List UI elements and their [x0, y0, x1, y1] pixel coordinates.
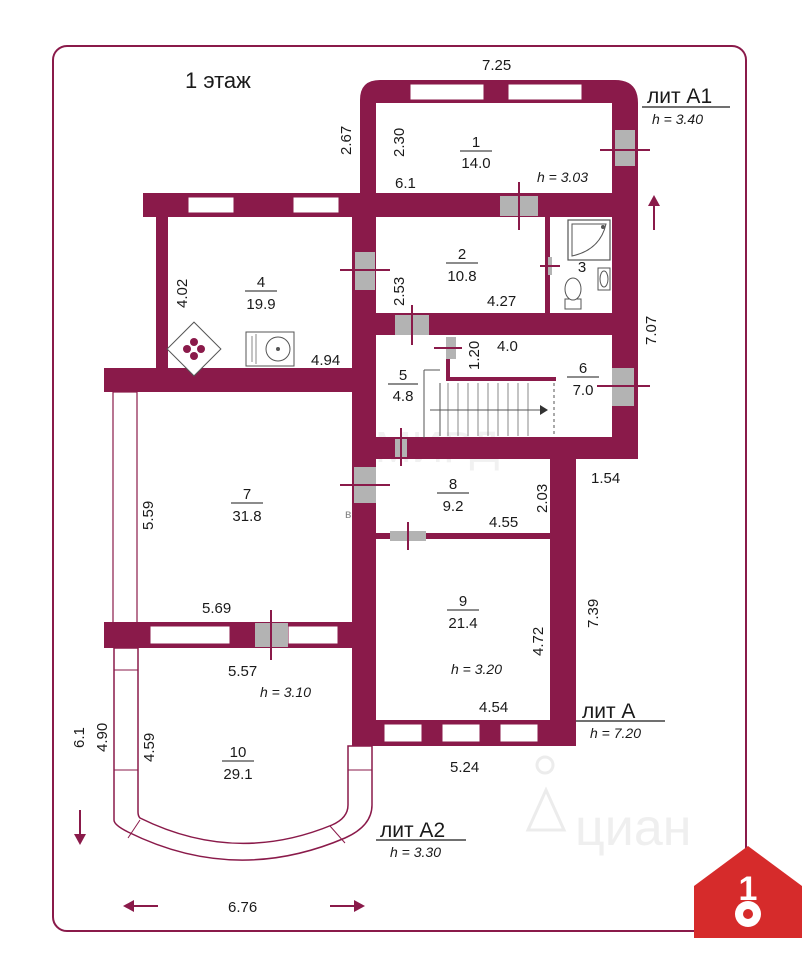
svg-text:4.54: 4.54 [479, 699, 508, 716]
svg-text:4.02: 4.02 [174, 279, 191, 308]
bay-room10 [113, 647, 373, 861]
fixtures [166, 219, 611, 438]
svg-text:4.59: 4.59 [141, 733, 158, 762]
wall-right-a [550, 437, 576, 745]
litera-a2: лит А2 h = 3.30 [376, 819, 466, 860]
room-6-label: 6 7.0 [567, 360, 599, 399]
svg-text:5.59: 5.59 [140, 501, 157, 530]
stairs [423, 369, 555, 438]
room-1-height: h = 3.03 [537, 169, 588, 185]
litera-a: лит А h = 7.20 [576, 700, 665, 741]
svg-text:7.0: 7.0 [573, 382, 594, 399]
room-9-height: h = 3.20 [451, 661, 502, 677]
svg-text:лит А1: лит А1 [647, 85, 712, 108]
room-10-height: h = 3.10 [260, 684, 311, 700]
svg-text:31.8: 31.8 [232, 508, 261, 525]
room-1-label: 1 14.0 [460, 134, 492, 172]
room-3-label: 3 [578, 259, 586, 276]
svg-text:8: 8 [449, 476, 457, 493]
watermark-corner: циан [525, 755, 691, 857]
room-8-label: 8 9.2 [437, 476, 469, 515]
svg-text:7.39: 7.39 [585, 599, 602, 628]
room-7-label: 7 31.8 [231, 486, 263, 525]
svg-text:лит А: лит А [582, 700, 635, 723]
room-10-label: 10 29.1 [222, 744, 254, 783]
wall-room2-bottom [352, 313, 638, 335]
svg-text:10.8: 10.8 [447, 268, 476, 285]
svg-text:2: 2 [458, 246, 466, 263]
room-4-label: 4 19.9 [245, 274, 277, 313]
room-5-label: 5 4.8 [388, 367, 418, 405]
wall-stair-post [446, 357, 450, 381]
svg-text:2.03: 2.03 [534, 484, 551, 513]
plan-frame [52, 45, 747, 932]
wall-room4-room7 [104, 368, 376, 392]
svg-text:6.1: 6.1 [395, 175, 416, 192]
wall-room6-bottom [352, 437, 638, 459]
toilet-icon [564, 277, 582, 310]
wall-room7-left [112, 391, 138, 625]
svg-text:4: 4 [257, 274, 265, 291]
wall-room8-room9 [376, 533, 550, 539]
svg-text:в: в [345, 507, 351, 521]
svg-text:9: 9 [459, 593, 467, 610]
svg-text:7: 7 [243, 486, 251, 503]
svg-text:19.9: 19.9 [246, 296, 275, 313]
svg-text:5: 5 [399, 367, 407, 384]
floor-title: 1 этаж [185, 68, 251, 93]
svg-text:h = 7.20: h = 7.20 [590, 725, 641, 741]
svg-text:6: 6 [579, 360, 587, 377]
svg-text:6.76: 6.76 [228, 899, 257, 916]
svg-text:4.72: 4.72 [530, 627, 547, 656]
svg-text:7.25: 7.25 [482, 57, 511, 74]
arrows [74, 195, 660, 912]
room-9-label: 9 21.4 [447, 593, 479, 632]
svg-text:4.8: 4.8 [393, 388, 414, 405]
svg-text:5.57: 5.57 [228, 663, 257, 680]
svg-text:14.0: 14.0 [461, 155, 490, 172]
svg-text:2.30: 2.30 [391, 128, 408, 157]
svg-text:1: 1 [739, 870, 758, 908]
kitchen-sink-icon [245, 331, 295, 367]
svg-text:21.4: 21.4 [448, 615, 477, 632]
svg-text:5.24: 5.24 [450, 759, 479, 776]
doors [255, 130, 650, 660]
windows [149, 83, 583, 743]
litera-a1: лит А1 h = 3.40 [642, 85, 730, 127]
svg-text:1: 1 [472, 134, 480, 151]
house-key-logo: 1 [694, 846, 802, 938]
svg-text:4.90: 4.90 [94, 723, 111, 752]
room-2-label: 2 10.8 [446, 246, 478, 285]
svg-text:6.1: 6.1 [71, 727, 88, 748]
svg-text:5.69: 5.69 [202, 600, 231, 617]
svg-text:лит А2: лит А2 [380, 819, 445, 842]
svg-text:2.53: 2.53 [391, 277, 408, 306]
svg-text:29.1: 29.1 [223, 766, 252, 783]
svg-text:9.2: 9.2 [443, 498, 464, 515]
svg-text:10: 10 [230, 744, 247, 761]
dimension-labels: 7.25 6.1 4.27 4.94 4.0 1.54 5.69 4.55 4.… [71, 57, 660, 916]
svg-text:h = 3.30: h = 3.30 [390, 844, 441, 860]
svg-text:h = 3.40: h = 3.40 [652, 111, 703, 127]
svg-text:циан: циан [575, 799, 691, 857]
stove-icon [166, 321, 222, 377]
svg-text:2.67: 2.67 [338, 126, 355, 155]
svg-text:1.20: 1.20 [466, 341, 483, 370]
wall-room4-left [156, 217, 168, 377]
svg-text:7.07: 7.07 [643, 316, 660, 345]
svg-text:4.55: 4.55 [489, 514, 518, 531]
svg-text:4.27: 4.27 [487, 293, 516, 310]
svg-text:1.54: 1.54 [591, 470, 620, 487]
sink-icon [597, 267, 611, 291]
svg-text:4.94: 4.94 [311, 352, 340, 369]
wall-stair [446, 377, 556, 381]
svg-text:4.0: 4.0 [497, 338, 518, 355]
